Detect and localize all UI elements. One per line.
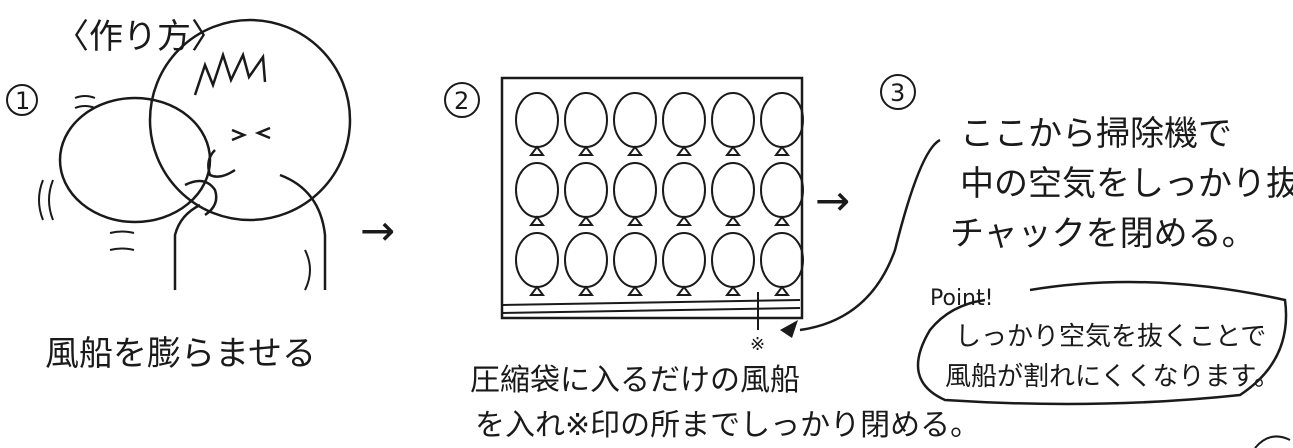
balloon-icon — [760, 92, 804, 148]
step-2-circle — [444, 82, 480, 118]
compression-bag-icon — [500, 76, 804, 320]
balloon-icon — [515, 162, 559, 218]
step-1-circle — [6, 84, 38, 116]
step-2-caption-line-2: を入れ※印の所までしっかり閉める。 — [475, 408, 980, 443]
step-2: 2 ※ 圧縮袋に入るだけの風船 を入れ※印の所までしっかり閉める。 — [444, 76, 980, 443]
step-1: 1 風船を膨らませる — [6, 18, 352, 374]
corner-doodle — [1254, 435, 1291, 448]
balloon-icon — [662, 162, 706, 218]
balloon-knot-icon — [627, 215, 643, 226]
balloon-icon — [564, 162, 608, 218]
balloon-knot-icon — [627, 145, 643, 156]
balloon-icon — [711, 232, 755, 288]
boy-head-icon — [148, 18, 352, 222]
point-bubble — [916, 280, 1288, 406]
balloon-knot-icon — [578, 145, 594, 156]
balloon-knot-icon — [529, 285, 545, 296]
step-2-number: 2 — [454, 87, 469, 115]
balloon-knot-icon — [529, 145, 545, 156]
point-line-2: 風船が割れにくくなります。 — [945, 362, 1280, 392]
balloon-knot-icon — [774, 285, 790, 296]
point-note: Point! しっかり空気を抜くことで 風船が割れにくくなります。 — [916, 280, 1288, 406]
balloon-icon — [515, 232, 559, 288]
step-3-line-2: 中の空気をしっかり抜き、 — [960, 164, 1293, 204]
seal-mark: ※ — [750, 334, 765, 355]
balloon-icon — [613, 92, 657, 148]
step-3-line-1: ここから掃除機で — [960, 114, 1232, 154]
step-2-caption-line-1: 圧縮袋に入るだけの風船 — [470, 363, 800, 398]
balloon-icon — [662, 232, 706, 288]
step-1-number: 1 — [15, 87, 30, 115]
balloon-knot-icon — [627, 285, 643, 296]
balloon-icon — [711, 92, 755, 148]
step-3-number: 3 — [890, 79, 905, 107]
balloon-icon — [760, 232, 804, 288]
step-3: 3 ここから掃除機で 中の空気をしっかり抜き、 チャックを閉める。 — [799, 74, 1293, 332]
arrow-1-icon: → — [360, 206, 395, 255]
balloon-knot-icon — [676, 285, 692, 296]
balloon-knot-icon — [529, 215, 545, 226]
balloon-knot-icon — [578, 215, 594, 226]
balloon-knot-icon — [676, 215, 692, 226]
balloon-icon — [58, 96, 212, 224]
page-title: 〈作り方〉 — [55, 17, 225, 57]
step-3-line-3: チャックを閉める。 — [950, 214, 1256, 254]
balloon-icon — [564, 232, 608, 288]
balloon-knot-icon — [725, 215, 741, 226]
balloon-knot-icon — [725, 145, 741, 156]
balloon-icon — [613, 232, 657, 288]
point-line-1: しっかり空気を抜くことで — [955, 322, 1266, 352]
arrow-2-icon: → — [815, 176, 850, 225]
balloon-icon — [662, 92, 706, 148]
balloon-icon — [711, 162, 755, 218]
balloon-knot-icon — [578, 285, 594, 296]
balloon-icon — [515, 92, 559, 148]
balloon-icon — [613, 162, 657, 218]
balloon-icon — [760, 162, 804, 218]
balloon-grid — [515, 92, 804, 296]
point-label: Point! — [930, 286, 993, 311]
step-1-caption: 風船を膨らませる — [45, 334, 316, 374]
balloon-knot-icon — [774, 215, 790, 226]
step-3-circle — [880, 74, 916, 110]
balloon-knot-icon — [725, 285, 741, 296]
pointer-line — [799, 138, 941, 332]
balloon-knot-icon — [676, 145, 692, 156]
balloon-icon — [564, 92, 608, 148]
balloon-knot-icon — [774, 145, 790, 156]
